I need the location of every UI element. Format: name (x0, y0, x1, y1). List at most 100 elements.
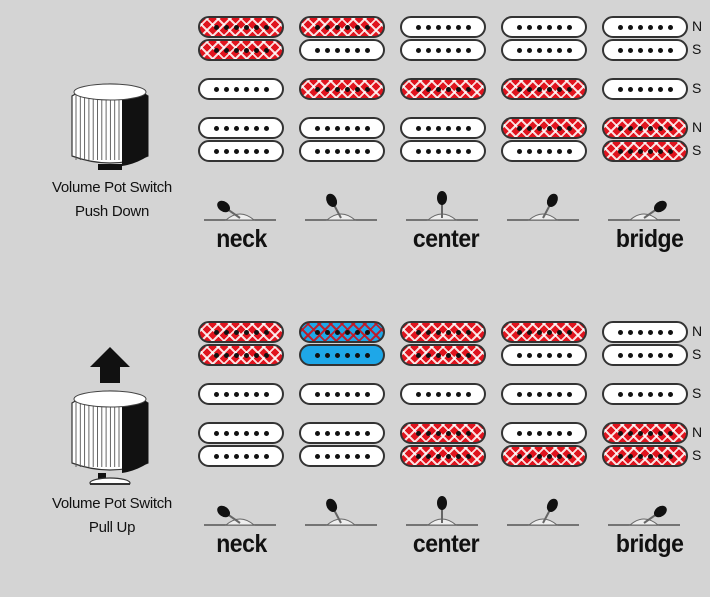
pole-pieces (503, 41, 585, 59)
pole-pieces (604, 41, 686, 59)
selector-switch-icon (305, 498, 377, 526)
pole-dot (627, 352, 633, 358)
pole-dot (637, 453, 643, 459)
pole-dot (617, 352, 623, 358)
pole-pieces (402, 41, 484, 59)
pole-dot (263, 86, 269, 92)
pole-dot (354, 148, 360, 154)
neck-humbucker-north-coil (400, 16, 486, 38)
pole-dot (314, 430, 320, 436)
pole-dot (213, 352, 219, 358)
pole-dot (566, 430, 572, 436)
middle-single-coil (400, 78, 486, 100)
pole-dot (213, 24, 219, 30)
pole-dot (425, 430, 431, 436)
middle-single-coil (400, 383, 486, 405)
pole-dot (253, 125, 259, 131)
middle-single-coil (198, 383, 284, 405)
pole-dot (546, 329, 552, 335)
pole-dot (546, 148, 552, 154)
bridge-humbucker-south-coil (501, 445, 587, 467)
pole-dot (445, 125, 451, 131)
pole-pieces (200, 385, 282, 403)
pole-dot (455, 47, 461, 53)
pole-dot (223, 352, 229, 358)
pole-dot (324, 453, 330, 459)
pole-dot (667, 352, 673, 358)
pole-dot (657, 453, 663, 459)
pole-dot (243, 352, 249, 358)
pole-dot (233, 329, 239, 335)
pole-dot (667, 86, 673, 92)
pole-dot (566, 47, 572, 53)
pole-pieces (200, 18, 282, 36)
pole-dot (415, 86, 421, 92)
pole-dot (526, 125, 532, 131)
pole-pieces (402, 80, 484, 98)
pole-dot (243, 24, 249, 30)
pole-dot (334, 125, 340, 131)
pole-dot (536, 453, 542, 459)
pole-dot (233, 352, 239, 358)
volume-knob-icon (71, 347, 149, 489)
neck-humbucker-south-coil (602, 344, 688, 366)
pole-dot (536, 329, 542, 335)
coil-label: S (692, 385, 702, 401)
pole-dot (617, 47, 623, 53)
bridge-humbucker-south-coil (501, 140, 587, 162)
pole-dot (344, 125, 350, 131)
pole-dot (536, 391, 542, 397)
pole-dot (415, 148, 421, 154)
pole-pieces (604, 346, 686, 364)
pole-dot (263, 352, 269, 358)
pole-dot (465, 430, 471, 436)
pole-dot (415, 329, 421, 335)
pole-dot (627, 24, 633, 30)
pole-dot (536, 352, 542, 358)
pole-dot (354, 329, 360, 335)
pole-dot (526, 148, 532, 154)
pole-dot (647, 47, 653, 53)
pole-dot (556, 329, 562, 335)
pole-dot (435, 391, 441, 397)
pole-pieces (604, 447, 686, 465)
pole-dot (637, 86, 643, 92)
pole-dot (455, 86, 461, 92)
pole-dot (546, 352, 552, 358)
pole-dot (637, 125, 643, 131)
pole-dot (546, 47, 552, 53)
pole-dot (364, 453, 370, 459)
neck-humbucker-north-coil (198, 321, 284, 343)
pole-dot (465, 125, 471, 131)
pole-dot (314, 148, 320, 154)
neck-humbucker-north-coil (299, 16, 385, 38)
pole-dot (334, 329, 340, 335)
bridge-humbucker-south-coil (299, 140, 385, 162)
pole-dot (455, 352, 461, 358)
pole-dot (253, 391, 259, 397)
pole-dot (233, 86, 239, 92)
bridge-humbucker-north-coil (198, 117, 284, 139)
pole-dot (233, 125, 239, 131)
pole-dot (617, 430, 623, 436)
pole-dot (213, 47, 219, 53)
pole-dot (364, 148, 370, 154)
middle-single-coil (299, 383, 385, 405)
pole-dot (556, 86, 562, 92)
pole-dot (223, 24, 229, 30)
pole-dot (314, 391, 320, 397)
pole-dot (425, 47, 431, 53)
pole-dot (667, 125, 673, 131)
pole-dot (435, 125, 441, 131)
pole-dot (253, 24, 259, 30)
pole-dot (556, 430, 562, 436)
pole-dot (657, 125, 663, 131)
pole-dot (617, 329, 623, 335)
pole-dot (364, 86, 370, 92)
pole-dot (526, 86, 532, 92)
switch-position-4 (505, 495, 581, 529)
pole-dot (324, 125, 330, 131)
pole-dot (526, 47, 532, 53)
pole-dot (354, 47, 360, 53)
